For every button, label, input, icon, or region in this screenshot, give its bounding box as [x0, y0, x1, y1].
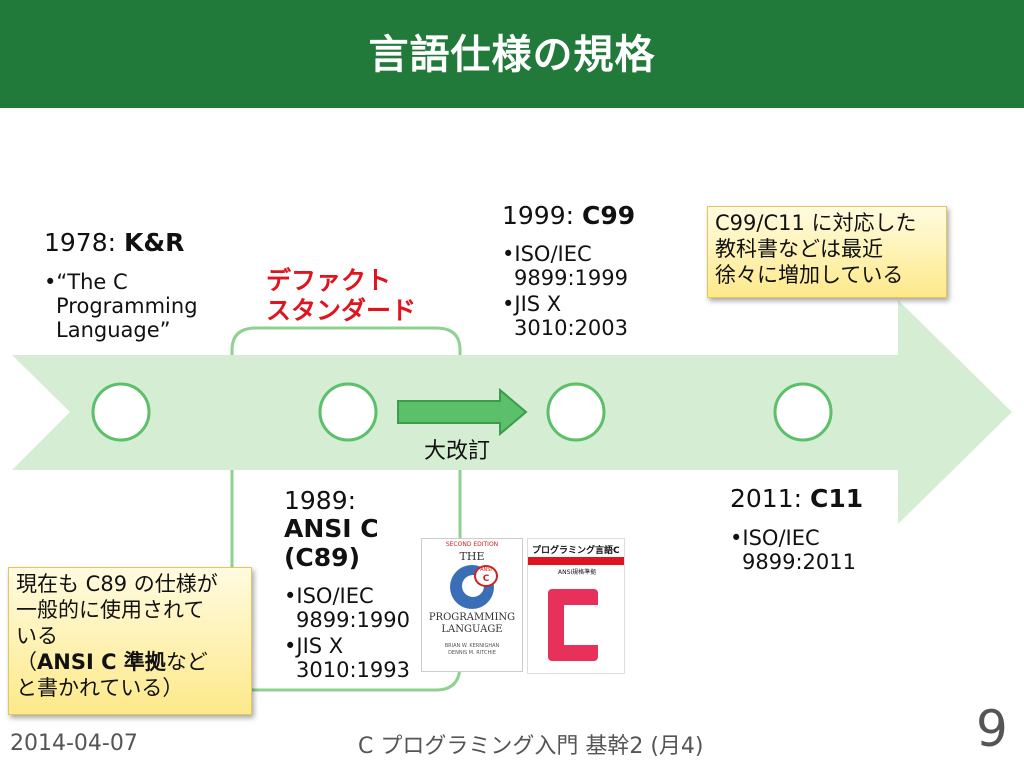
c89-bullet2-line1: •JIS X — [284, 634, 344, 658]
defacto-label-line2: スタンダード — [266, 296, 417, 325]
book1-ansi: ANSI — [480, 567, 492, 573]
milestone-c99-heading: 1999: C99 — [502, 201, 636, 230]
book1-title1: PROGRAMMING — [428, 612, 516, 623]
page-number: 9 — [976, 700, 1008, 758]
book1-author1: BRIAN W. KERNIGHAN — [444, 643, 500, 649]
footer-date: 2014-04-07 — [10, 731, 138, 756]
c11-bullet1-line2: 9899:2011 — [742, 550, 856, 574]
kr-bullet-line3: Language” — [56, 318, 171, 342]
note-bottom-line3: いる — [16, 624, 58, 648]
c99-bullet1-line2: 9899:1999 — [514, 266, 628, 290]
note-c89-common-usage: 現在も C89 の仕様が 一般的に使用されて いる （ANSI C 準拠など と… — [8, 567, 252, 715]
book2-subtitle: ANSI規格準拠 — [558, 569, 597, 576]
c99-bullet2-line1: •JIS X — [502, 292, 562, 316]
defacto-bracket-top — [230, 326, 462, 355]
kr-book-cover-image: SECOND EDITION THE ANSI C PROGRAMMING LA… — [421, 538, 523, 672]
note-bottom-line1: 現在も C89 の仕様が — [16, 572, 218, 596]
note-bottom-line4: （ANSI C 準拠など — [16, 650, 208, 674]
note-top-line2: 教科書などは最近 — [715, 237, 883, 261]
note-bottom-line2: 一般的に使用されて — [16, 598, 205, 622]
book1-ansi-badge: ANSI C — [474, 565, 498, 587]
book2-c-logo — [548, 589, 598, 661]
kr-bullet-line1: •“The C — [44, 270, 128, 294]
slide-header: 言語仕様の規格 — [0, 0, 1024, 108]
milestone-c89-name2: (C89) — [284, 543, 360, 572]
major-revision-label: 大改訂 — [424, 439, 491, 464]
c89-bullet1-line1: •ISO/IEC — [284, 584, 374, 608]
book2-title: プログラミング言語C — [532, 546, 620, 556]
revision-arrow — [397, 387, 528, 437]
c89-bullet2-line2: 3010:1993 — [296, 658, 410, 682]
milestone-c89-name1: ANSI C — [284, 514, 379, 543]
note-c99-c11-textbooks: C99/C11 に対応した 教科書などは最近 徐々に増加している — [707, 206, 947, 298]
note-top-line1: C99/C11 に対応した — [715, 211, 917, 235]
book1-author2: DENNIS M. RITCHIE — [448, 650, 496, 656]
c11-bullet1-line1: •ISO/IEC — [730, 526, 820, 550]
c89-bullet1-line2: 9899:1990 — [296, 608, 410, 632]
book1-edition: SECOND EDITION — [445, 541, 499, 548]
note-top-line3: 徐々に増加している — [715, 263, 904, 287]
book1-the: THE — [459, 550, 485, 563]
milestone-circle-c89 — [318, 382, 378, 442]
defacto-label-line1: デファクト — [266, 266, 392, 295]
jp-book-cover-image: プログラミング言語C ANSI規格準拠 — [527, 538, 625, 674]
milestone-circle-kr — [91, 382, 151, 442]
milestone-c11-heading: 2011: C11 — [730, 484, 864, 513]
c99-bullet2-line2: 3010:2003 — [514, 316, 628, 340]
kr-bullet-line2: Programming — [56, 294, 198, 318]
footer-course: C プログラミング入門 基幹2 (月4) — [358, 734, 704, 759]
book1-c: C — [482, 574, 490, 584]
milestone-circle-c11 — [773, 382, 833, 442]
book1-title2: LANGUAGE — [441, 624, 503, 635]
note-bottom-line5: と書かれている） — [16, 676, 184, 700]
slide-title: 言語仕様の規格 — [368, 32, 656, 78]
milestone-circle-c99 — [546, 382, 606, 442]
milestone-kr-heading: 1978: K&R — [44, 228, 185, 257]
c99-bullet1-line1: •ISO/IEC — [502, 242, 592, 266]
milestone-c89-year: 1989: — [284, 486, 357, 515]
